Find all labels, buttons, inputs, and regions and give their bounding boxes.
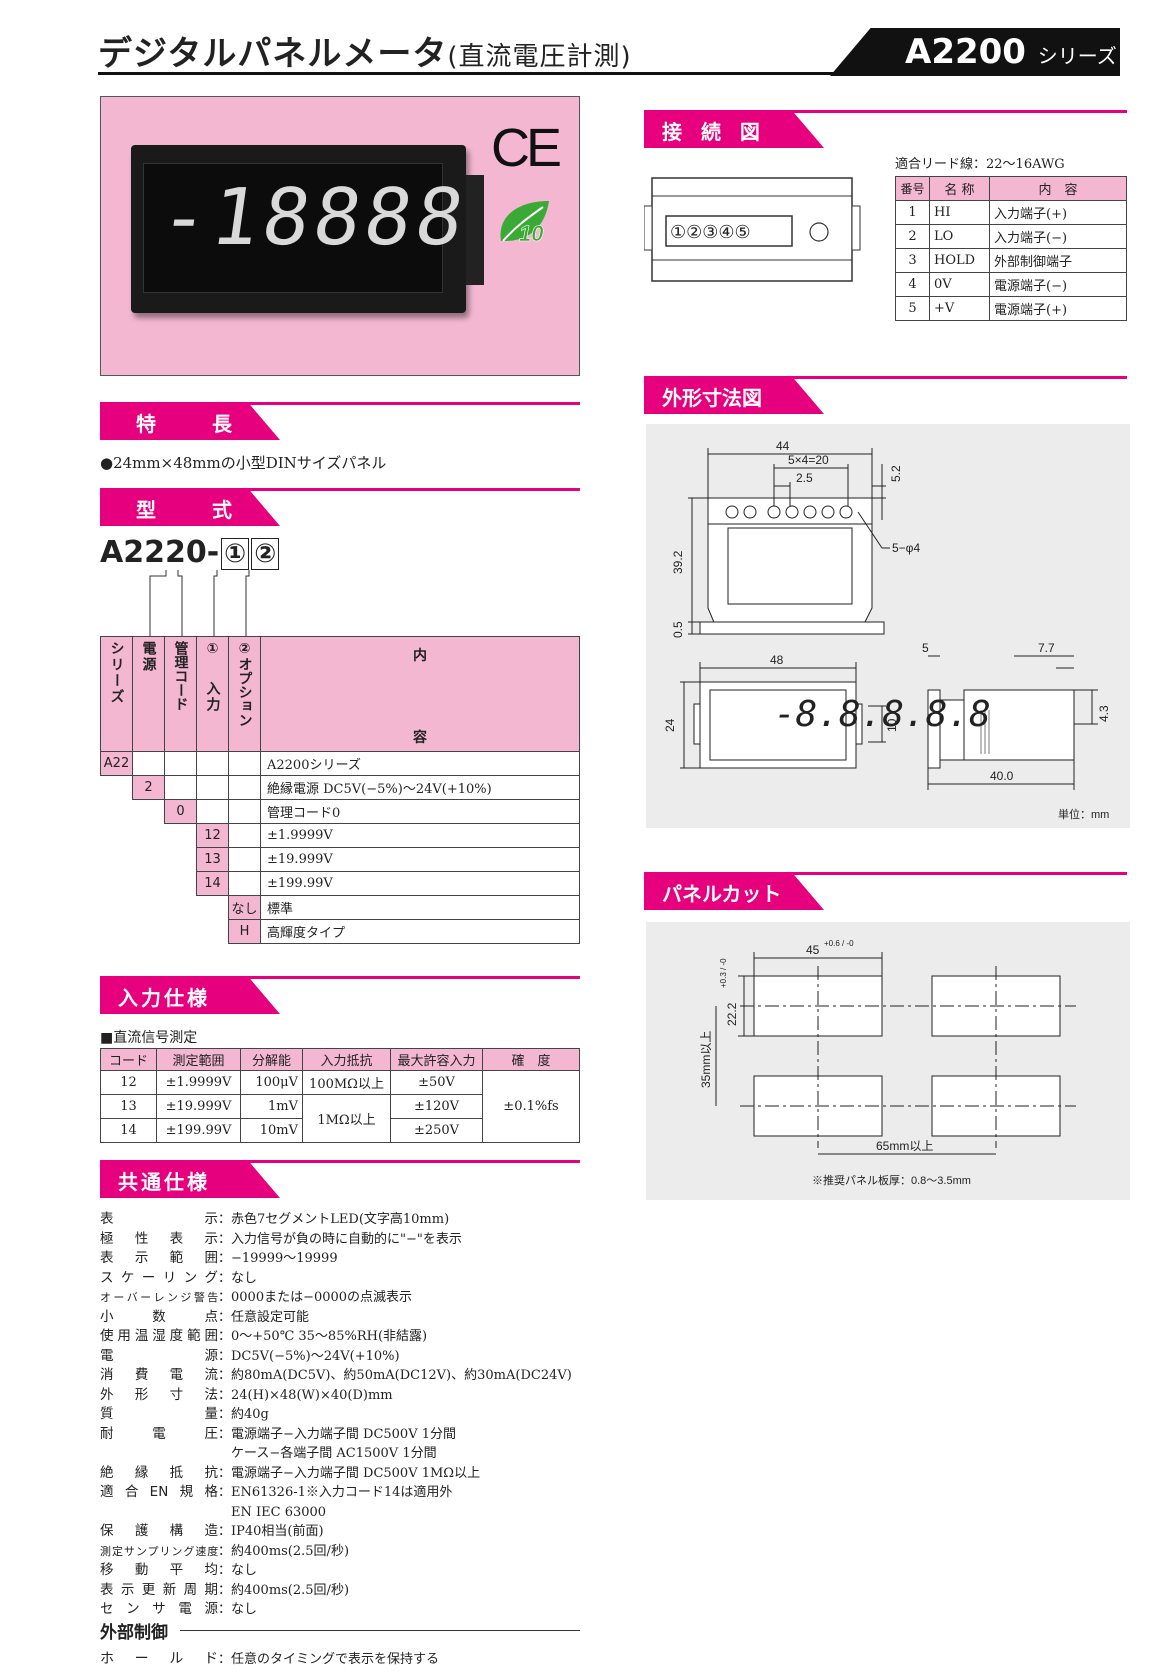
spec-row: センサ電源：なし [100, 1601, 258, 1617]
model-row: なし標準 [101, 895, 580, 920]
svg-text:45: 45 [806, 943, 820, 957]
input-spec-table: コード 測定範囲 分解能 入力抵抗 最大許容入力 確 度 12 ±1.9999V… [100, 1048, 580, 1143]
spec-row: 移動平均：なし [100, 1562, 258, 1578]
svg-text:0.5: 0.5 [671, 621, 685, 638]
spec-row: 極性表示：入力信号が負の時に自動的に"−"を表示 [100, 1230, 462, 1247]
spec-row: 絶縁抵抗：電源端子−入力端子間 DC500V 1MΩ以上 [100, 1464, 481, 1481]
external-control-heading: 外部制御 [100, 1623, 168, 1643]
meter-display: -18888 [154, 173, 474, 263]
terminal-labels: ①②③④⑤ [670, 222, 751, 243]
dimension-drawing-panel: -8.8.8.8.8 44 5×4=20 2.5 5.2 5−φ4 39.2 0… [646, 424, 1130, 828]
svg-text:7.7: 7.7 [1038, 641, 1055, 655]
svg-text:5−φ4: 5−φ4 [892, 541, 920, 555]
product-photo: -18888 CE 10 [100, 96, 580, 376]
section-common-spec: 共通仕様 [100, 1160, 580, 1198]
section-model: 型 式 [100, 488, 580, 526]
model-row: 14±199.99V [101, 871, 580, 896]
wiring-diagram: ①②③④⑤ [644, 177, 861, 282]
spec-row: 外形寸法：24(H)×48(W)×40(D)mm [100, 1386, 393, 1403]
spec-row: EN IEC 63000 [218, 1504, 327, 1520]
spec-row: オーバーレンジ警告：0000または−0000の点滅表示 [100, 1290, 413, 1305]
spec-row: 保護構造：IP40相当(前面) [100, 1523, 324, 1539]
svg-text:10: 10 [885, 718, 899, 732]
panel-cut-drawing-panel: 45 +0.6 / -0 22.2 +0.3 / -0 35mm以上 65mm以… [646, 922, 1130, 1200]
unit-label: 単位：mm [1058, 807, 1109, 821]
spec-row: 表示更新周期：約400ms(2.5回/秒) [100, 1581, 350, 1598]
section-input-spec: 入力仕様 [100, 976, 580, 1014]
svg-text:5: 5 [922, 641, 929, 655]
panel-cut-drawing: 45 +0.6 / -0 22.2 +0.3 / -0 35mm以上 65mm以… [699, 939, 1076, 1187]
panel-meter-image: -18888 [131, 145, 484, 313]
svg-text:5×4=20: 5×4=20 [788, 453, 829, 467]
front-view-digits: -8.8.8.8.8 [774, 694, 991, 735]
svg-text:5.2: 5.2 [889, 465, 903, 482]
panel-cut-w-tolerance: +0.6 / -0 [824, 939, 854, 948]
spec-row: 測定サンプリング速度：約400ms(2.5回/秒) [100, 1543, 350, 1559]
common-spec-list: 表示：赤色7セグメントLED(文字高10mm) 極性表示：入力信号が負の時に自動的… [100, 1210, 600, 1620]
spec-row: 小数点：任意設定可能 [100, 1308, 310, 1325]
spec-row: 使用温湿度範囲：0〜+50℃ 35〜85%RH(非結露) [100, 1328, 428, 1344]
svg-text:2.5: 2.5 [796, 471, 813, 485]
section-features: 特 長 [100, 402, 580, 440]
eco-leaf-icon: 10 [500, 201, 549, 246]
series-label: A2200 シリーズ [905, 32, 1117, 72]
panel-cut-h-tolerance: +0.3 / -0 [719, 958, 728, 988]
external-control-row: ホールド ：任意のタイミングで表示を保持する [100, 1651, 440, 1667]
ce-mark-icon: CE [491, 118, 562, 178]
input-spec-subtitle: ■直流信号測定 [100, 1030, 198, 1046]
dimension-drawing: -8.8.8.8.8 44 5×4=20 2.5 5.2 5−φ4 39.2 0… [663, 439, 1111, 821]
spec-row: ケース−各端子間 AC1500V 1分間 [218, 1446, 437, 1461]
svg-text:39.2: 39.2 [671, 550, 685, 574]
section-dimensions: 外形寸法図 [644, 376, 1127, 414]
svg-text:24: 24 [663, 718, 677, 732]
page-title: デジタルパネルメータ(直流電圧計測) [98, 34, 632, 74]
wiring-note: 適合リード線：22〜16AWG [895, 157, 1065, 172]
panel-thickness-note: ※推奨パネル板厚：0.8〜3.5mm [812, 1173, 971, 1187]
spec-row: 表示：赤色7セグメントLED(文字高10mm) [100, 1211, 450, 1227]
model-row: 13±19.999V [101, 847, 580, 872]
spec-row: 適合EN規格：EN61326-1※入力コード14は適用外 [100, 1484, 453, 1500]
spec-row: 電源：DC5V(−5%)〜24V(+10%) [100, 1347, 400, 1364]
section-panel-cut: パネルカット [644, 872, 1127, 910]
spec-row: スケーリング：なし [100, 1269, 258, 1286]
spec-row: 表示範囲：−19999〜19999 [100, 1250, 338, 1266]
svg-text:44: 44 [776, 439, 790, 453]
svg-text:22.2: 22.2 [725, 1002, 739, 1026]
svg-text:40.0: 40.0 [990, 769, 1014, 783]
svg-text:48: 48 [770, 653, 784, 667]
model-code-leaders [149, 570, 250, 636]
spec-row: 質量：約40g [100, 1406, 269, 1422]
spec-row: 耐電圧：電源端子−入力端子間 DC500V 1分間 [100, 1425, 456, 1442]
spec-row: 消費電流：約80mA(DC5V)、約50mA(DC12V)、約30mA(DC24… [100, 1367, 572, 1383]
eco-badge-number: 10 [519, 221, 544, 246]
section-wiring: 接 続 図 [644, 110, 1127, 148]
header-rule [98, 72, 1118, 75]
external-control-rule [180, 1630, 580, 1631]
svg-text:4.3: 4.3 [1097, 705, 1111, 722]
feature-item: ●24mm×48mmの小型DINサイズパネル [100, 454, 387, 472]
model-row: 12±1.9999V [101, 823, 580, 848]
svg-text:35mm以上: 35mm以上 [699, 1031, 713, 1088]
svg-text:65mm以上: 65mm以上 [876, 1139, 933, 1153]
series-tab [830, 28, 1120, 76]
